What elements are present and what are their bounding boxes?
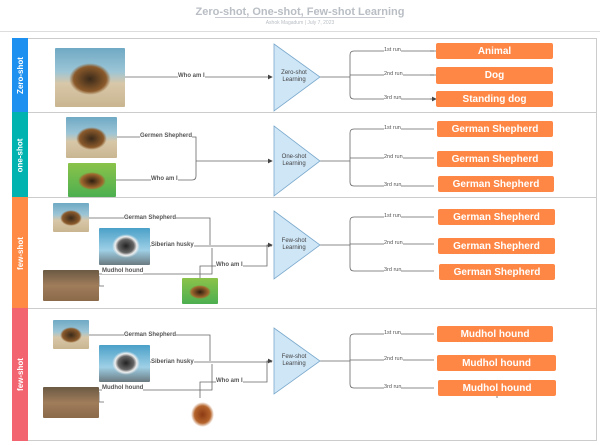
query-hound-photo: [185, 398, 220, 430]
query-dog-photo: [68, 163, 116, 197]
diagram-subtitle: Ashok Magadum | July 7, 2023: [265, 20, 335, 26]
model-triangle: [273, 327, 321, 395]
output-box: Animal: [436, 43, 553, 59]
input-label: German Shepherd: [124, 215, 177, 221]
input-label: Mudhol hound: [102, 385, 144, 391]
model-triangle: [273, 125, 321, 197]
run-label: 1st run: [384, 213, 401, 219]
input-label: Who am I: [216, 262, 243, 268]
output-box: Mudhol hound: [437, 355, 556, 371]
header-divider: [0, 31, 600, 32]
run-label: 2nd run: [384, 356, 403, 362]
model-triangle: [273, 210, 321, 280]
diagram-title: Zero-shot, One-shot, Few-shot Learning: [195, 6, 405, 18]
input-label: Mudhol hound: [102, 268, 144, 274]
input-label: Germen Shepherd: [140, 133, 193, 139]
german-shepherd-photo: [53, 320, 89, 349]
siberian-husky-photo: [99, 345, 150, 382]
run-label: 2nd run: [384, 240, 403, 246]
output-box: German Shepherd: [437, 151, 553, 167]
output-box: Mudhol hound: [438, 380, 556, 396]
run-label: 1st run: [384, 125, 401, 131]
output-box: German Shepherd: [438, 209, 555, 225]
run-label: 3rd run: [384, 384, 402, 390]
lane-label-few-shot-2: few-shot: [12, 308, 28, 441]
lane-label-few-shot-1: few-shot: [12, 197, 28, 309]
output-box: Standing dog: [436, 91, 553, 107]
output-box: German Shepherd: [439, 264, 555, 280]
run-label: 1st run: [384, 330, 401, 336]
input-label: German Shepherd: [124, 332, 177, 338]
mudhol-hound-photo: [43, 270, 99, 301]
lane-label-zero-shot: Zero-shot: [12, 38, 28, 113]
siberian-husky-photo: [99, 228, 150, 265]
output-box: German Shepherd: [438, 238, 555, 254]
lane-label-one-shot: one-shot: [12, 112, 28, 198]
input-label: Who am I: [216, 378, 243, 384]
model-triangle: [273, 43, 321, 112]
german-shepherd-photo: [53, 203, 89, 232]
mudhol-hound-photo: [43, 387, 99, 418]
run-label: 1st run: [384, 47, 401, 53]
run-label: 3rd run: [384, 267, 402, 273]
run-label: 3rd run: [384, 182, 402, 188]
input-label: Siberian husky: [151, 242, 194, 248]
title-underline: [215, 17, 385, 18]
run-label: 3rd run: [384, 95, 402, 101]
model-label: One-shot Learning: [281, 154, 307, 167]
output-box: Dog: [436, 67, 553, 84]
query-dog-photo: [182, 278, 218, 304]
input-label: Who am I: [151, 176, 178, 182]
model-label: Few-shot Learning: [281, 238, 307, 251]
model-label: Zero-shot Learning: [281, 70, 307, 83]
model-label: Few-shot Learning: [281, 354, 307, 367]
input-label: Who am I: [178, 73, 205, 79]
german-shepherd-photo: [66, 117, 117, 158]
run-label: 2nd run: [384, 154, 403, 160]
input-label: Siberian husky: [151, 359, 194, 365]
german-shepherd-photo: [55, 48, 125, 107]
output-box: German Shepherd: [437, 121, 553, 137]
output-box: German Shepherd: [438, 176, 554, 192]
output-box: Mudhol hound: [437, 326, 553, 342]
run-label: 2nd run: [384, 71, 403, 77]
